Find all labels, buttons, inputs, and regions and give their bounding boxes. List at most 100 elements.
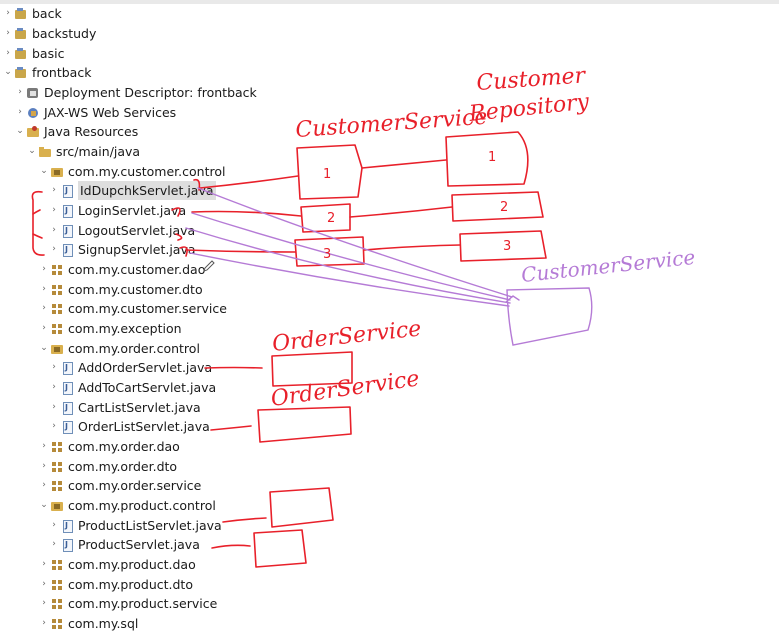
chevron-right-icon[interactable]: › <box>42 559 46 569</box>
chevron-down-icon[interactable]: ⌄ <box>40 166 48 176</box>
cs-box-number-2: 2 <box>327 211 335 226</box>
tree-item[interactable]: ⌄Java Resources <box>16 122 138 141</box>
tree-item-label: com.my.customer.dto <box>68 282 203 297</box>
tree-item[interactable]: ›AddToCartServlet.java <box>50 378 216 397</box>
chevron-down-icon[interactable]: ⌄ <box>40 500 48 510</box>
chevron-right-icon[interactable]: › <box>42 441 46 451</box>
tree-item-label: com.my.customer.dao <box>68 262 206 277</box>
tree-item[interactable]: ›SignupServlet.java <box>50 240 195 259</box>
chevron-right-icon[interactable]: › <box>52 225 56 235</box>
project-icon <box>14 7 28 21</box>
tree-item[interactable]: › com.my.order.dto <box>40 457 177 476</box>
chevron-right-icon[interactable]: › <box>42 579 46 589</box>
tree-item[interactable]: ›com.my.customer.service <box>40 299 227 318</box>
repo-box-number-1: 1 <box>488 150 496 165</box>
java-file-icon <box>60 538 74 552</box>
tree-item[interactable]: ›backstudy <box>4 24 96 43</box>
repo-box-number-3: 3 <box>503 239 511 254</box>
package-icon <box>50 479 64 493</box>
repo-box-1 <box>445 131 529 187</box>
tree-item-label: frontback <box>32 65 92 80</box>
tree-item[interactable]: ›com.my.order.service <box>40 476 201 495</box>
package-icon <box>50 578 64 592</box>
tree-item-label: com.my.product.dto <box>68 577 193 592</box>
tree-item[interactable]: ›AddOrderServlet.java <box>50 358 212 377</box>
tree-item[interactable]: › com.my.product.service <box>40 594 217 613</box>
chevron-right-icon[interactable]: › <box>42 618 46 628</box>
chevron-right-icon[interactable]: › <box>42 264 46 274</box>
chevron-right-icon[interactable]: › <box>42 461 46 471</box>
chevron-right-icon[interactable]: › <box>52 382 56 392</box>
tree-item[interactable]: ›basic <box>4 44 64 63</box>
chevron-right-icon[interactable]: › <box>18 87 22 97</box>
tree-item[interactable]: ›ProductServlet.java <box>50 535 200 554</box>
project-icon <box>14 27 28 41</box>
tree-item[interactable]: › com.my.customer.dao <box>40 260 205 279</box>
chevron-right-icon[interactable]: › <box>6 8 10 18</box>
java-file-icon <box>60 224 74 238</box>
tree-item[interactable]: ›com.my.order.dao <box>40 437 180 456</box>
tree-item-label: com.my.exception <box>68 321 182 336</box>
chevron-right-icon[interactable]: › <box>42 323 46 333</box>
tree-item[interactable]: ⌄src/main/java <box>28 142 140 161</box>
tree-item-label: com.my.customer.control <box>68 164 226 179</box>
tree-item[interactable]: ›IdDupchkServlet.java <box>50 181 216 200</box>
chevron-right-icon[interactable]: › <box>18 107 22 117</box>
chevron-right-icon[interactable]: › <box>52 362 56 372</box>
tree-item[interactable]: ›JAX-WS Web Services <box>16 103 176 122</box>
tree-item-label: OrderListServlet.java <box>78 419 210 434</box>
label-order-service-2: OrderService <box>269 366 421 412</box>
tree-item[interactable]: › com.my.exception <box>40 319 182 338</box>
tree-item[interactable]: ›LoginServlet.java <box>50 201 186 220</box>
repo-box-2 <box>451 191 544 222</box>
package-icon <box>50 322 64 336</box>
package-open-icon <box>50 499 64 513</box>
chevron-right-icon[interactable]: › <box>6 48 10 58</box>
project-icon <box>14 66 28 80</box>
tree-item[interactable]: ›Deployment Descriptor: frontback <box>16 83 257 102</box>
chevron-right-icon[interactable]: › <box>52 244 56 254</box>
chevron-right-icon[interactable]: › <box>52 520 56 530</box>
tree-item[interactable]: › ProductListServlet.java <box>50 516 222 535</box>
repo-box-3 <box>459 230 547 262</box>
tree-item-label: ProductListServlet.java <box>78 518 222 533</box>
repo-box-number-2: 2 <box>500 200 508 215</box>
tree-item[interactable]: ⌄ com.my.order.control <box>40 339 200 358</box>
chevron-down-icon[interactable]: ⌄ <box>4 67 12 77</box>
chevron-right-icon[interactable]: › <box>42 480 46 490</box>
tree-item-label: com.my.order.dto <box>68 459 178 474</box>
chevron-right-icon[interactable]: › <box>42 303 46 313</box>
tree-item[interactable]: › OrderListServlet.java <box>50 417 210 436</box>
tree-item[interactable]: ›com.my.sql <box>40 614 138 633</box>
tree-item[interactable]: › LogoutServlet.java <box>50 221 195 240</box>
chevron-right-icon[interactable]: › <box>6 28 10 38</box>
chevron-right-icon[interactable]: › <box>52 185 56 195</box>
tree-item[interactable]: ⌄ frontback <box>4 63 91 82</box>
tree-item[interactable]: › com.my.customer.dto <box>40 280 203 299</box>
package-icon <box>50 558 64 572</box>
chevron-right-icon[interactable]: › <box>52 421 56 431</box>
chevron-right-icon[interactable]: › <box>52 402 56 412</box>
chevron-right-icon[interactable]: › <box>52 539 56 549</box>
label-customer-service: CustomerService <box>295 105 488 143</box>
tree-item[interactable]: ›CartListServlet.java <box>50 398 200 417</box>
tree-item[interactable]: ⌄com.my.product.control <box>40 496 216 515</box>
chevron-down-icon[interactable]: ⌄ <box>40 343 48 353</box>
chevron-down-icon[interactable]: ⌄ <box>28 146 36 156</box>
package-icon <box>50 617 64 631</box>
tree-item[interactable]: ⌄ com.my.customer.control <box>40 162 225 181</box>
tree-item[interactable]: ›back <box>4 4 62 23</box>
product-box-2 <box>253 529 307 568</box>
chevron-right-icon[interactable]: › <box>52 205 56 215</box>
package-icon <box>50 302 64 316</box>
chevron-down-icon[interactable]: ⌄ <box>16 126 24 136</box>
tree-item[interactable]: › com.my.product.dto <box>40 575 193 594</box>
order-box-2 <box>257 406 352 443</box>
chevron-right-icon[interactable]: › <box>42 598 46 608</box>
tree-item-label: LogoutServlet.java <box>78 223 196 238</box>
chevron-right-icon[interactable]: › <box>42 284 46 294</box>
tree-item-label: com.my.product.service <box>68 596 218 611</box>
tree-item-label: com.my.order.control <box>68 341 200 356</box>
package-icon <box>50 460 64 474</box>
tree-item[interactable]: ›com.my.product.dao <box>40 555 196 574</box>
